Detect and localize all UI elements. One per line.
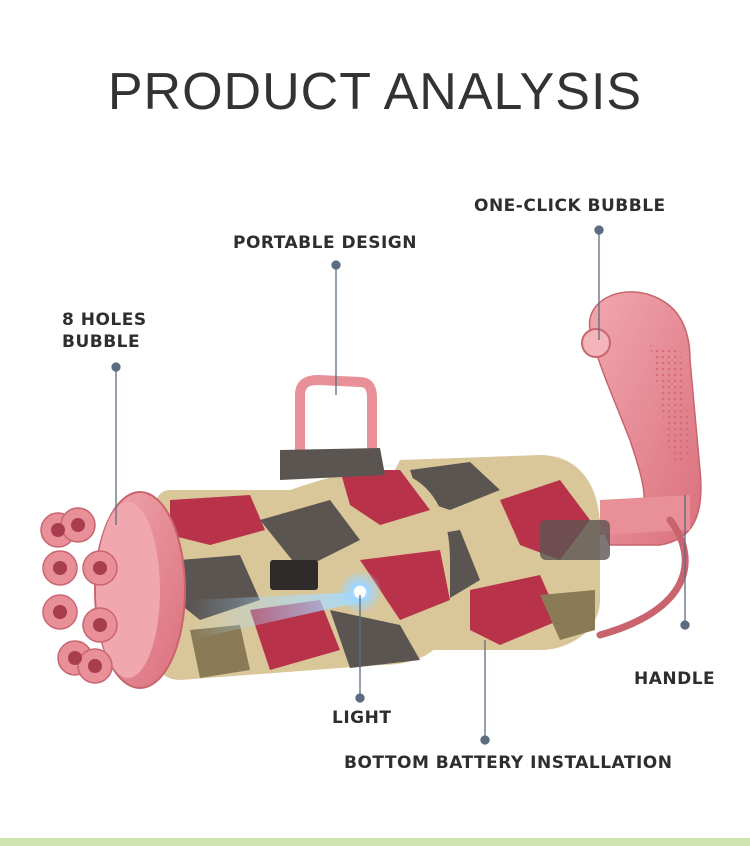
dot-light: [355, 693, 365, 703]
label-battery-installation: BOTTOM BATTERY INSTALLATION: [344, 753, 673, 773]
label-handle: HANDLE: [634, 669, 716, 689]
label-8-holes-line1: 8 HOLES: [62, 310, 147, 330]
handle-grip: [588, 291, 702, 639]
dot-handle: [680, 620, 690, 630]
dot-one-click: [594, 225, 604, 235]
dot-holes: [111, 362, 121, 372]
nozzles: [40, 507, 118, 684]
label-one-click-bubble: ONE-CLICK BUBBLE: [474, 196, 666, 216]
light-beam: [190, 592, 360, 640]
carry-handle: [295, 374, 377, 460]
label-portable-design: PORTABLE DESIGN: [233, 233, 417, 253]
label-light: LIGHT: [332, 708, 392, 728]
dot-portable: [331, 260, 341, 270]
label-8-holes-line2: BUBBLE: [62, 332, 141, 352]
dot-battery: [480, 735, 490, 745]
trigger-button: [581, 328, 611, 358]
barrel-block: [155, 448, 450, 680]
page-title: PRODUCT ANALYSIS: [107, 63, 643, 121]
bottom-accent-bar: [0, 838, 750, 846]
